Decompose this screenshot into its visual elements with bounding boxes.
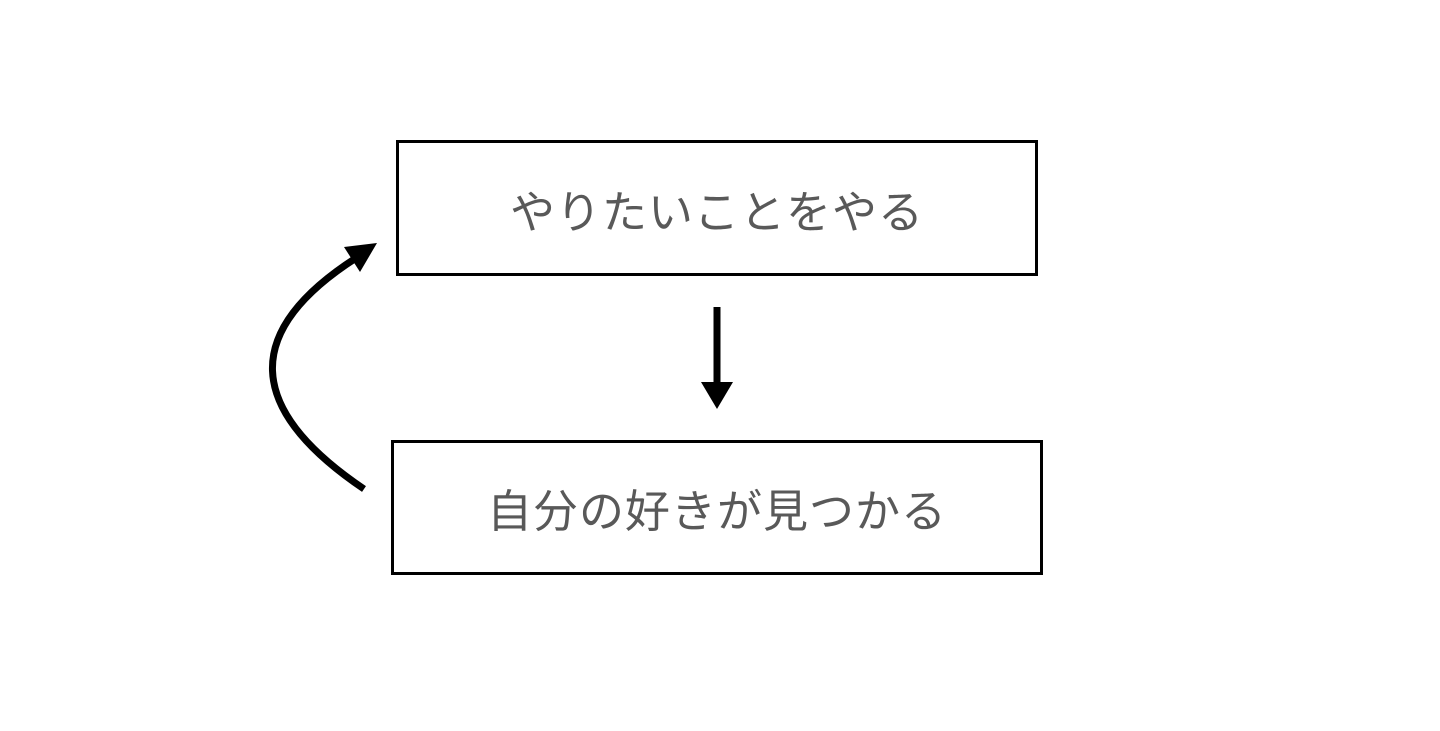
node-top-label: やりたいことをやる <box>509 186 924 238</box>
loop-arrow-shaft <box>269 255 366 492</box>
node-find-what-you-like: 自分の好きが見つかる <box>391 440 1043 575</box>
down-arrow-head-icon <box>701 382 733 409</box>
arrow-top-to-bottom <box>701 307 733 409</box>
loop-arrow-head-icon <box>344 243 377 272</box>
node-bottom-label: 自分の好きが見つかる <box>486 486 947 537</box>
arrow-bottom-to-top-curved <box>269 243 377 492</box>
node-do-what-you-want: やりたいことをやる <box>396 140 1038 276</box>
